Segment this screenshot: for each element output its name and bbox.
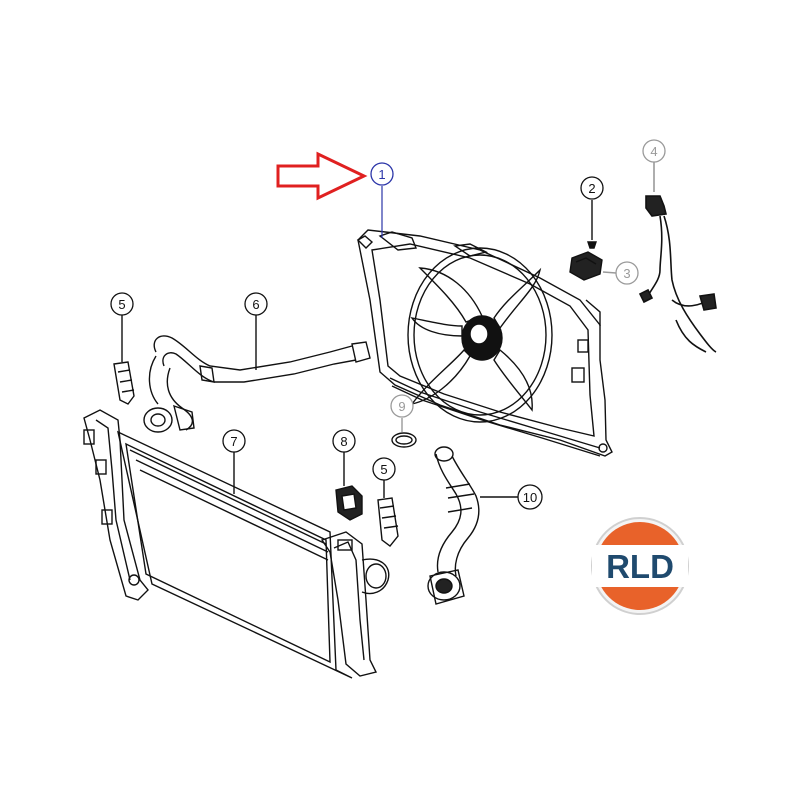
callout-4: 4 xyxy=(642,139,666,163)
part-3-module xyxy=(569,251,617,281)
part-5-bracket-right xyxy=(377,480,399,547)
callout-5-right: 5 xyxy=(372,457,396,481)
callout-3: 3 xyxy=(615,261,639,285)
callout-10-number: 10 xyxy=(523,490,537,505)
callout-2: 2 xyxy=(580,176,604,200)
part-2-fastener xyxy=(587,200,597,249)
part-7-radiator xyxy=(83,409,390,679)
callout-2-number: 2 xyxy=(588,181,595,196)
part-4-wiring-harness xyxy=(638,162,717,353)
callout-6-number: 6 xyxy=(252,297,259,312)
callout-3-number: 3 xyxy=(623,266,630,281)
rld-logo: RLD xyxy=(591,517,689,615)
callout-7: 7 xyxy=(222,429,246,453)
callout-10: 10 xyxy=(517,484,543,510)
part-10-lower-hose xyxy=(427,446,518,605)
callout-5-left: 5 xyxy=(110,292,134,316)
callout-7-number: 7 xyxy=(230,434,237,449)
part-5-bracket-left xyxy=(113,315,135,405)
callout-5-left-number: 5 xyxy=(118,297,125,312)
red-arrow-icon xyxy=(276,151,368,201)
callout-9-number: 9 xyxy=(398,399,405,414)
callout-8-number: 8 xyxy=(340,434,347,449)
callout-1-number: 1 xyxy=(378,167,385,182)
part-6-upper-hose xyxy=(143,315,371,433)
part-9-hose-clamp xyxy=(391,418,417,448)
fan-shroud-assembly xyxy=(356,229,613,457)
part-8-clip xyxy=(335,452,363,521)
logo-text: RLD xyxy=(606,548,674,585)
callout-8: 8 xyxy=(332,429,356,453)
callout-9: 9 xyxy=(390,394,414,418)
callout-5-right-number: 5 xyxy=(380,462,387,477)
callout-6: 6 xyxy=(244,292,268,316)
callout-4-number: 4 xyxy=(650,144,657,159)
callout-1: 1 xyxy=(370,162,394,238)
